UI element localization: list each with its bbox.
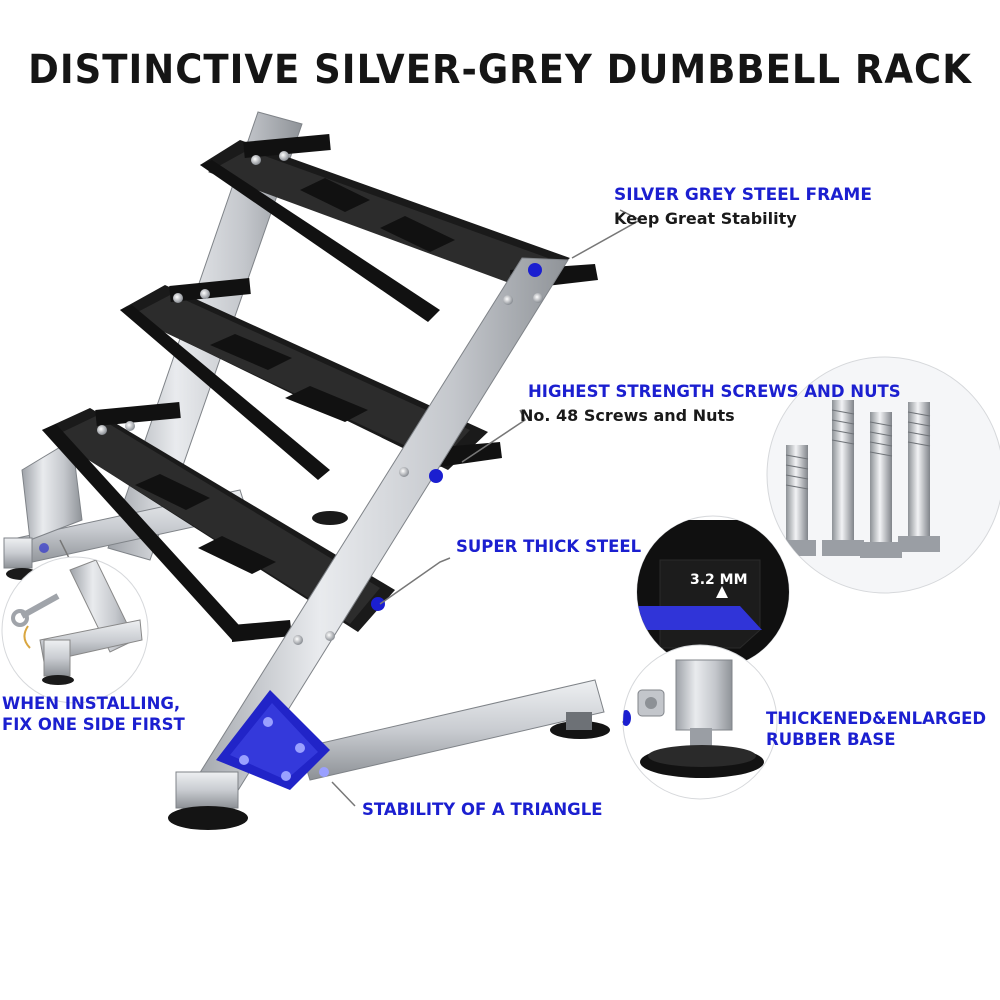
install-callout-line1: WHEN INSTALLING, (2, 694, 181, 713)
page-title: DISTINCTIVE SILVER-GREY DUMBBELL RACK (28, 46, 972, 93)
shelf-top (200, 134, 598, 322)
base-inset (622, 644, 778, 800)
rubber-foot-icon (623, 659, 764, 778)
base-callout-heading-line2: RUBBER BASE (766, 730, 896, 749)
base-callout-heading-line1: THICKENED&ENLARGED (766, 709, 987, 728)
wrench-icon (11, 559, 143, 685)
install-inset (1, 556, 149, 704)
screws-callout-detail: No. 48 Screws and Nuts (520, 406, 735, 425)
steel-thickness-label: 3.2 MM (690, 572, 748, 588)
triangle-callout-heading: STABILITY OF A TRIANGLE (362, 800, 603, 819)
bolt-icon (778, 400, 940, 558)
screws-inset (766, 356, 1000, 594)
frame-callout-detail: Keep Great Stability (614, 209, 797, 228)
front-frame (168, 257, 610, 830)
callout-lines (59, 209, 642, 807)
steel-callout-heading: SUPER THICK STEEL (456, 537, 642, 556)
frame-callout-heading: SILVER GREY STEEL FRAME (614, 185, 872, 205)
shelf-bottom (42, 402, 395, 642)
steel-cross-section-icon (637, 520, 789, 668)
shelf-middle (120, 278, 502, 480)
screws-callout-heading: HIGHEST STRENGTH SCREWS AND NUTS (528, 382, 901, 401)
steel-inset (636, 515, 790, 669)
install-callout-line2: FIX ONE SIDE FIRST (2, 715, 185, 734)
